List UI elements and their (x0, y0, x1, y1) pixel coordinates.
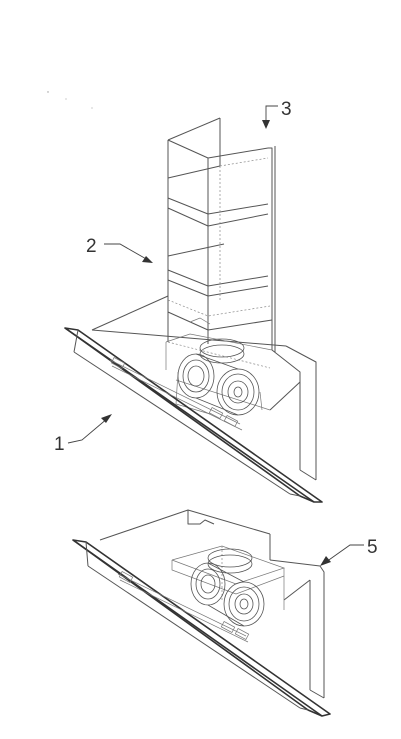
arrow-leader-icon (67, 417, 109, 444)
upper-assembly (64, 117, 323, 503)
glass-front-panel-lower (72, 539, 331, 717)
chimney-cover (167, 117, 276, 352)
arrow-leader-icon (325, 544, 364, 563)
callout-5: 5 (320, 537, 378, 566)
blower-motor (175, 338, 263, 416)
blower-motor-lower (190, 548, 265, 627)
callout-3: 3 (262, 99, 292, 129)
hood-body (91, 295, 317, 481)
arrow-leader-icon (104, 243, 149, 261)
callout-label-2: 2 (86, 236, 97, 257)
callout-2: 2 (86, 236, 153, 263)
callout-label-3: 3 (281, 99, 292, 120)
hood-body-lower (99, 509, 325, 699)
glass-front-panel (64, 327, 323, 503)
callout-1: 1 (54, 414, 112, 455)
callout-label-1: 1 (54, 434, 65, 455)
lower-assembly (72, 509, 331, 717)
arrow-leader-icon (265, 105, 278, 122)
scan-specks (47, 91, 93, 109)
callout-label-5: 5 (367, 537, 378, 558)
